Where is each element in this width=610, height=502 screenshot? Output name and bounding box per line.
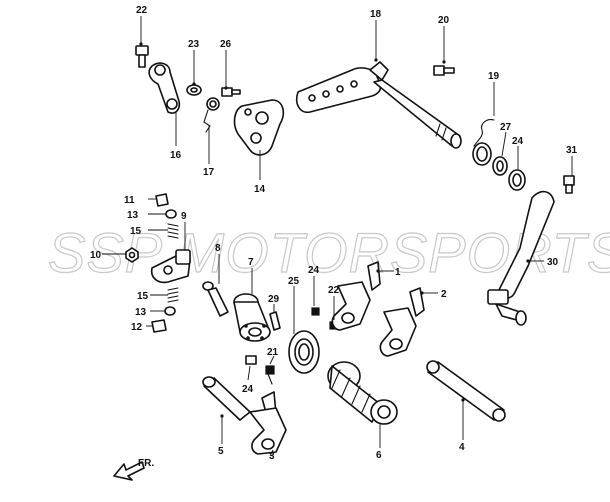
label-15a: 15 bbox=[130, 226, 142, 237]
label-22a: 22 bbox=[328, 285, 340, 296]
part-17-spring bbox=[203, 97, 220, 133]
label-25: 24 bbox=[512, 136, 524, 147]
label-21: 22 bbox=[136, 5, 148, 16]
label-10: 10 bbox=[90, 250, 102, 261]
part-29-pin bbox=[269, 311, 281, 331]
part-7-shift-drum bbox=[233, 293, 271, 342]
part-30-gearshift-pedal bbox=[487, 190, 555, 326]
label-23: 23 bbox=[188, 39, 200, 50]
label-9: 9 bbox=[181, 211, 187, 222]
label-4: 4 bbox=[459, 442, 465, 453]
part-9-detent-housing bbox=[150, 249, 191, 284]
part-31-bolt bbox=[563, 175, 575, 194]
label-5: 5 bbox=[218, 446, 224, 457]
label-26: 25 bbox=[288, 276, 300, 287]
part-12-cap bbox=[151, 319, 167, 333]
part-15b-spring bbox=[167, 287, 179, 303]
part-24a-bolt bbox=[311, 307, 320, 316]
part-19-return-spring bbox=[472, 119, 495, 166]
part-18-shift-spindle bbox=[295, 61, 462, 149]
part-13b-plug bbox=[164, 306, 176, 316]
part-21-bolt bbox=[135, 45, 149, 68]
label-22b: 21 bbox=[267, 347, 279, 358]
part-15a-spring bbox=[167, 223, 179, 239]
part-13a-plug bbox=[165, 209, 177, 219]
label-11: 11 bbox=[124, 195, 135, 206]
label-3: 3 bbox=[269, 451, 275, 462]
part-28-collar bbox=[492, 156, 508, 176]
part-4-fork-shaft bbox=[426, 360, 506, 422]
label-24a: 24 bbox=[308, 265, 320, 276]
part-26-bearing bbox=[288, 330, 320, 374]
label-8: 8 bbox=[215, 243, 221, 254]
part-16-shift-arm bbox=[148, 62, 181, 114]
label-17: 17 bbox=[203, 167, 215, 178]
part-5-fork-shaft bbox=[202, 376, 251, 421]
part-11-cap bbox=[155, 193, 169, 207]
direction-label: FR. bbox=[138, 458, 154, 469]
part-23-washer bbox=[186, 84, 202, 96]
part-6-rubber-boot bbox=[327, 361, 398, 425]
label-16: 16 bbox=[170, 150, 182, 161]
label-28: 27 bbox=[500, 122, 512, 133]
label-1: 1 bbox=[395, 267, 401, 278]
label-13b: 13 bbox=[135, 307, 147, 318]
part-2-shift-fork bbox=[379, 287, 425, 357]
part-25-washer bbox=[508, 169, 526, 191]
label-29: 29 bbox=[268, 294, 280, 305]
label-2: 2 bbox=[441, 289, 447, 300]
front-direction-arrow: FR. bbox=[113, 458, 154, 481]
label-7: 7 bbox=[248, 257, 254, 268]
part-20-bolt bbox=[433, 65, 455, 76]
label-15b: 15 bbox=[137, 291, 149, 302]
part-8-pin bbox=[202, 281, 229, 317]
part-10-nut bbox=[125, 247, 139, 263]
label-14: 14 bbox=[254, 184, 266, 195]
label-30: 30 bbox=[547, 257, 559, 268]
label-24b: 24 bbox=[242, 384, 254, 395]
part-3-shift-fork bbox=[249, 391, 287, 455]
part-22b-bolt bbox=[265, 365, 275, 385]
label-20: 20 bbox=[438, 15, 450, 26]
part-24b-bolt bbox=[245, 355, 257, 365]
label-18: 18 bbox=[370, 9, 382, 20]
label-6: 6 bbox=[376, 450, 382, 461]
part-27-bolt bbox=[221, 87, 241, 97]
part-1-shift-fork bbox=[331, 261, 381, 331]
reference-numbers: 22 23 26 16 17 14 18 20 19 27 24 31 30 1… bbox=[90, 5, 578, 462]
part-14-stopper-plate bbox=[233, 99, 285, 156]
label-31: 31 bbox=[566, 145, 578, 156]
leader-lines bbox=[102, 16, 573, 457]
label-19: 19 bbox=[488, 71, 500, 82]
label-13a: 13 bbox=[127, 210, 139, 221]
label-27: 26 bbox=[220, 39, 232, 50]
label-12: 12 bbox=[131, 322, 143, 333]
